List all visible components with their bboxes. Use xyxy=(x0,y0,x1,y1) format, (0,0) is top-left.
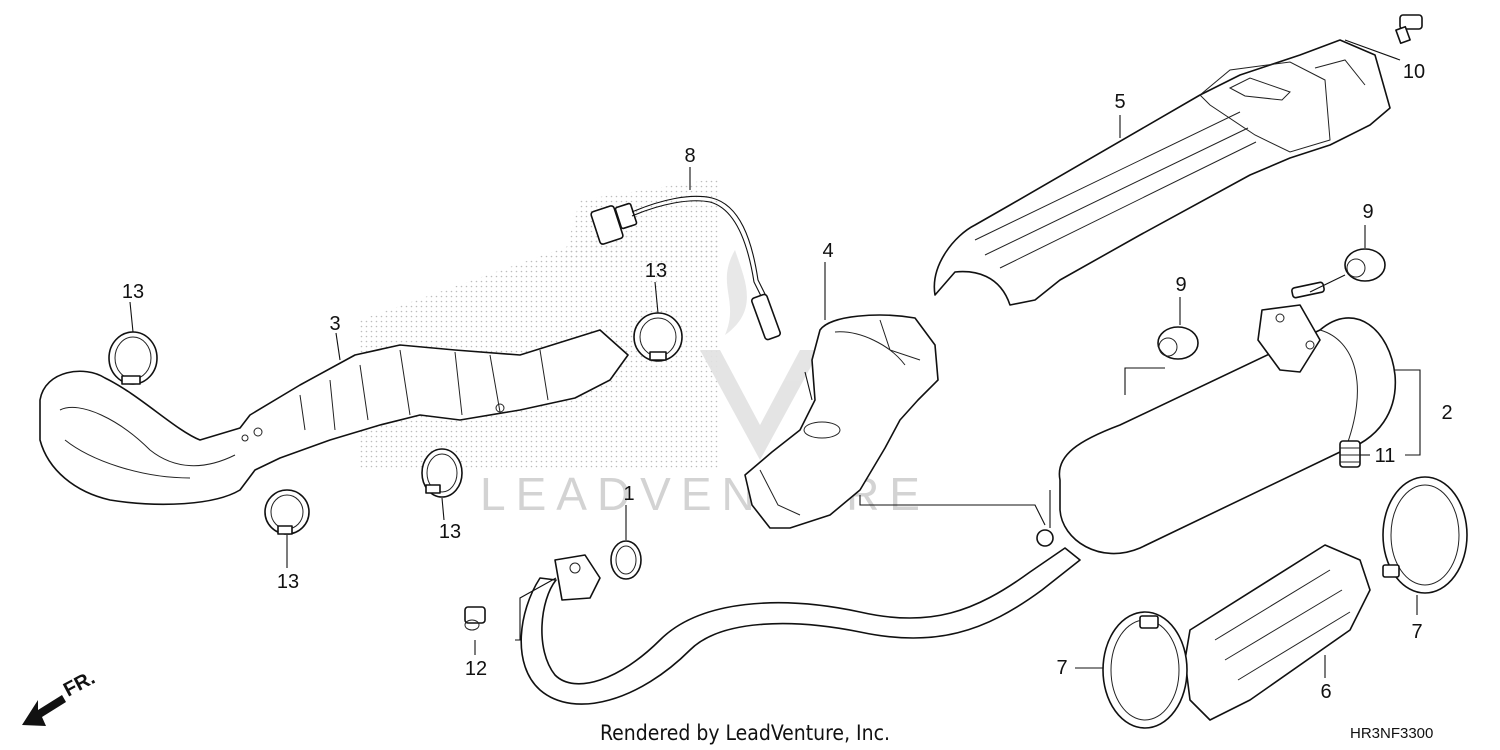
part-11-bolt xyxy=(1339,440,1361,468)
callout-8: 8 xyxy=(684,145,695,167)
callout-3: 3 xyxy=(329,313,340,335)
diagram-code: HR3NF3300 xyxy=(1350,725,1433,742)
callout-12: 12 xyxy=(465,658,487,680)
callout-9-lower: 9 xyxy=(1175,274,1186,296)
part-13-band-clamp-left xyxy=(108,331,158,385)
part-13-band-clamp-mid-upper xyxy=(633,312,683,362)
part-2-muffler xyxy=(1058,281,1397,555)
callout-7-upper: 7 xyxy=(1411,621,1422,643)
leader-lines xyxy=(129,39,1421,678)
callouts: 8 4 13 3 13 13 13 1 12 5 10 9 9 2 11 7 7… xyxy=(122,61,1453,703)
part-9-grommet-upper xyxy=(1344,248,1386,282)
callout-6: 6 xyxy=(1320,681,1331,703)
part-3-front-heat-shield xyxy=(39,329,629,506)
callout-9-upper: 9 xyxy=(1362,201,1373,223)
callout-1: 1 xyxy=(623,483,634,505)
part-7-band-clamp-lower xyxy=(1102,611,1188,729)
part-6-end-cover xyxy=(1184,544,1371,721)
callout-7-lower: 7 xyxy=(1056,657,1067,679)
callout-4: 4 xyxy=(822,240,833,262)
callout-10: 10 xyxy=(1403,61,1425,83)
part-exhaust-pipe xyxy=(520,529,1081,705)
callout-13-bottom: 13 xyxy=(277,571,299,593)
part-13-band-clamp-mid-lower xyxy=(421,448,463,498)
part-13-band-clamp-bottom xyxy=(264,489,310,535)
front-arrow-icon xyxy=(22,695,66,726)
part-10-bolt xyxy=(1395,14,1423,45)
part-8-oxygen-sensor xyxy=(590,195,781,341)
part-4-heat-shield-lower xyxy=(744,314,939,529)
rendered-by-credit: Rendered by LeadVenture, Inc. xyxy=(600,721,890,745)
part-1-gasket xyxy=(610,540,642,580)
front-direction-indicator: FR. xyxy=(22,667,99,726)
callout-13-mid-upper: 13 xyxy=(645,260,667,282)
part-7-band-clamp-upper xyxy=(1382,476,1468,594)
callout-2: 2 xyxy=(1441,402,1452,424)
part-9-grommet-lower xyxy=(1157,326,1199,360)
callout-13-left: 13 xyxy=(122,281,144,303)
part-5-muffler-heat-shield xyxy=(933,39,1391,306)
part-12-nut xyxy=(464,606,486,631)
front-label: FR. xyxy=(60,667,99,702)
callout-11: 11 xyxy=(1375,445,1396,467)
callout-5: 5 xyxy=(1114,91,1125,113)
callout-13-mid-lower: 13 xyxy=(439,521,461,543)
